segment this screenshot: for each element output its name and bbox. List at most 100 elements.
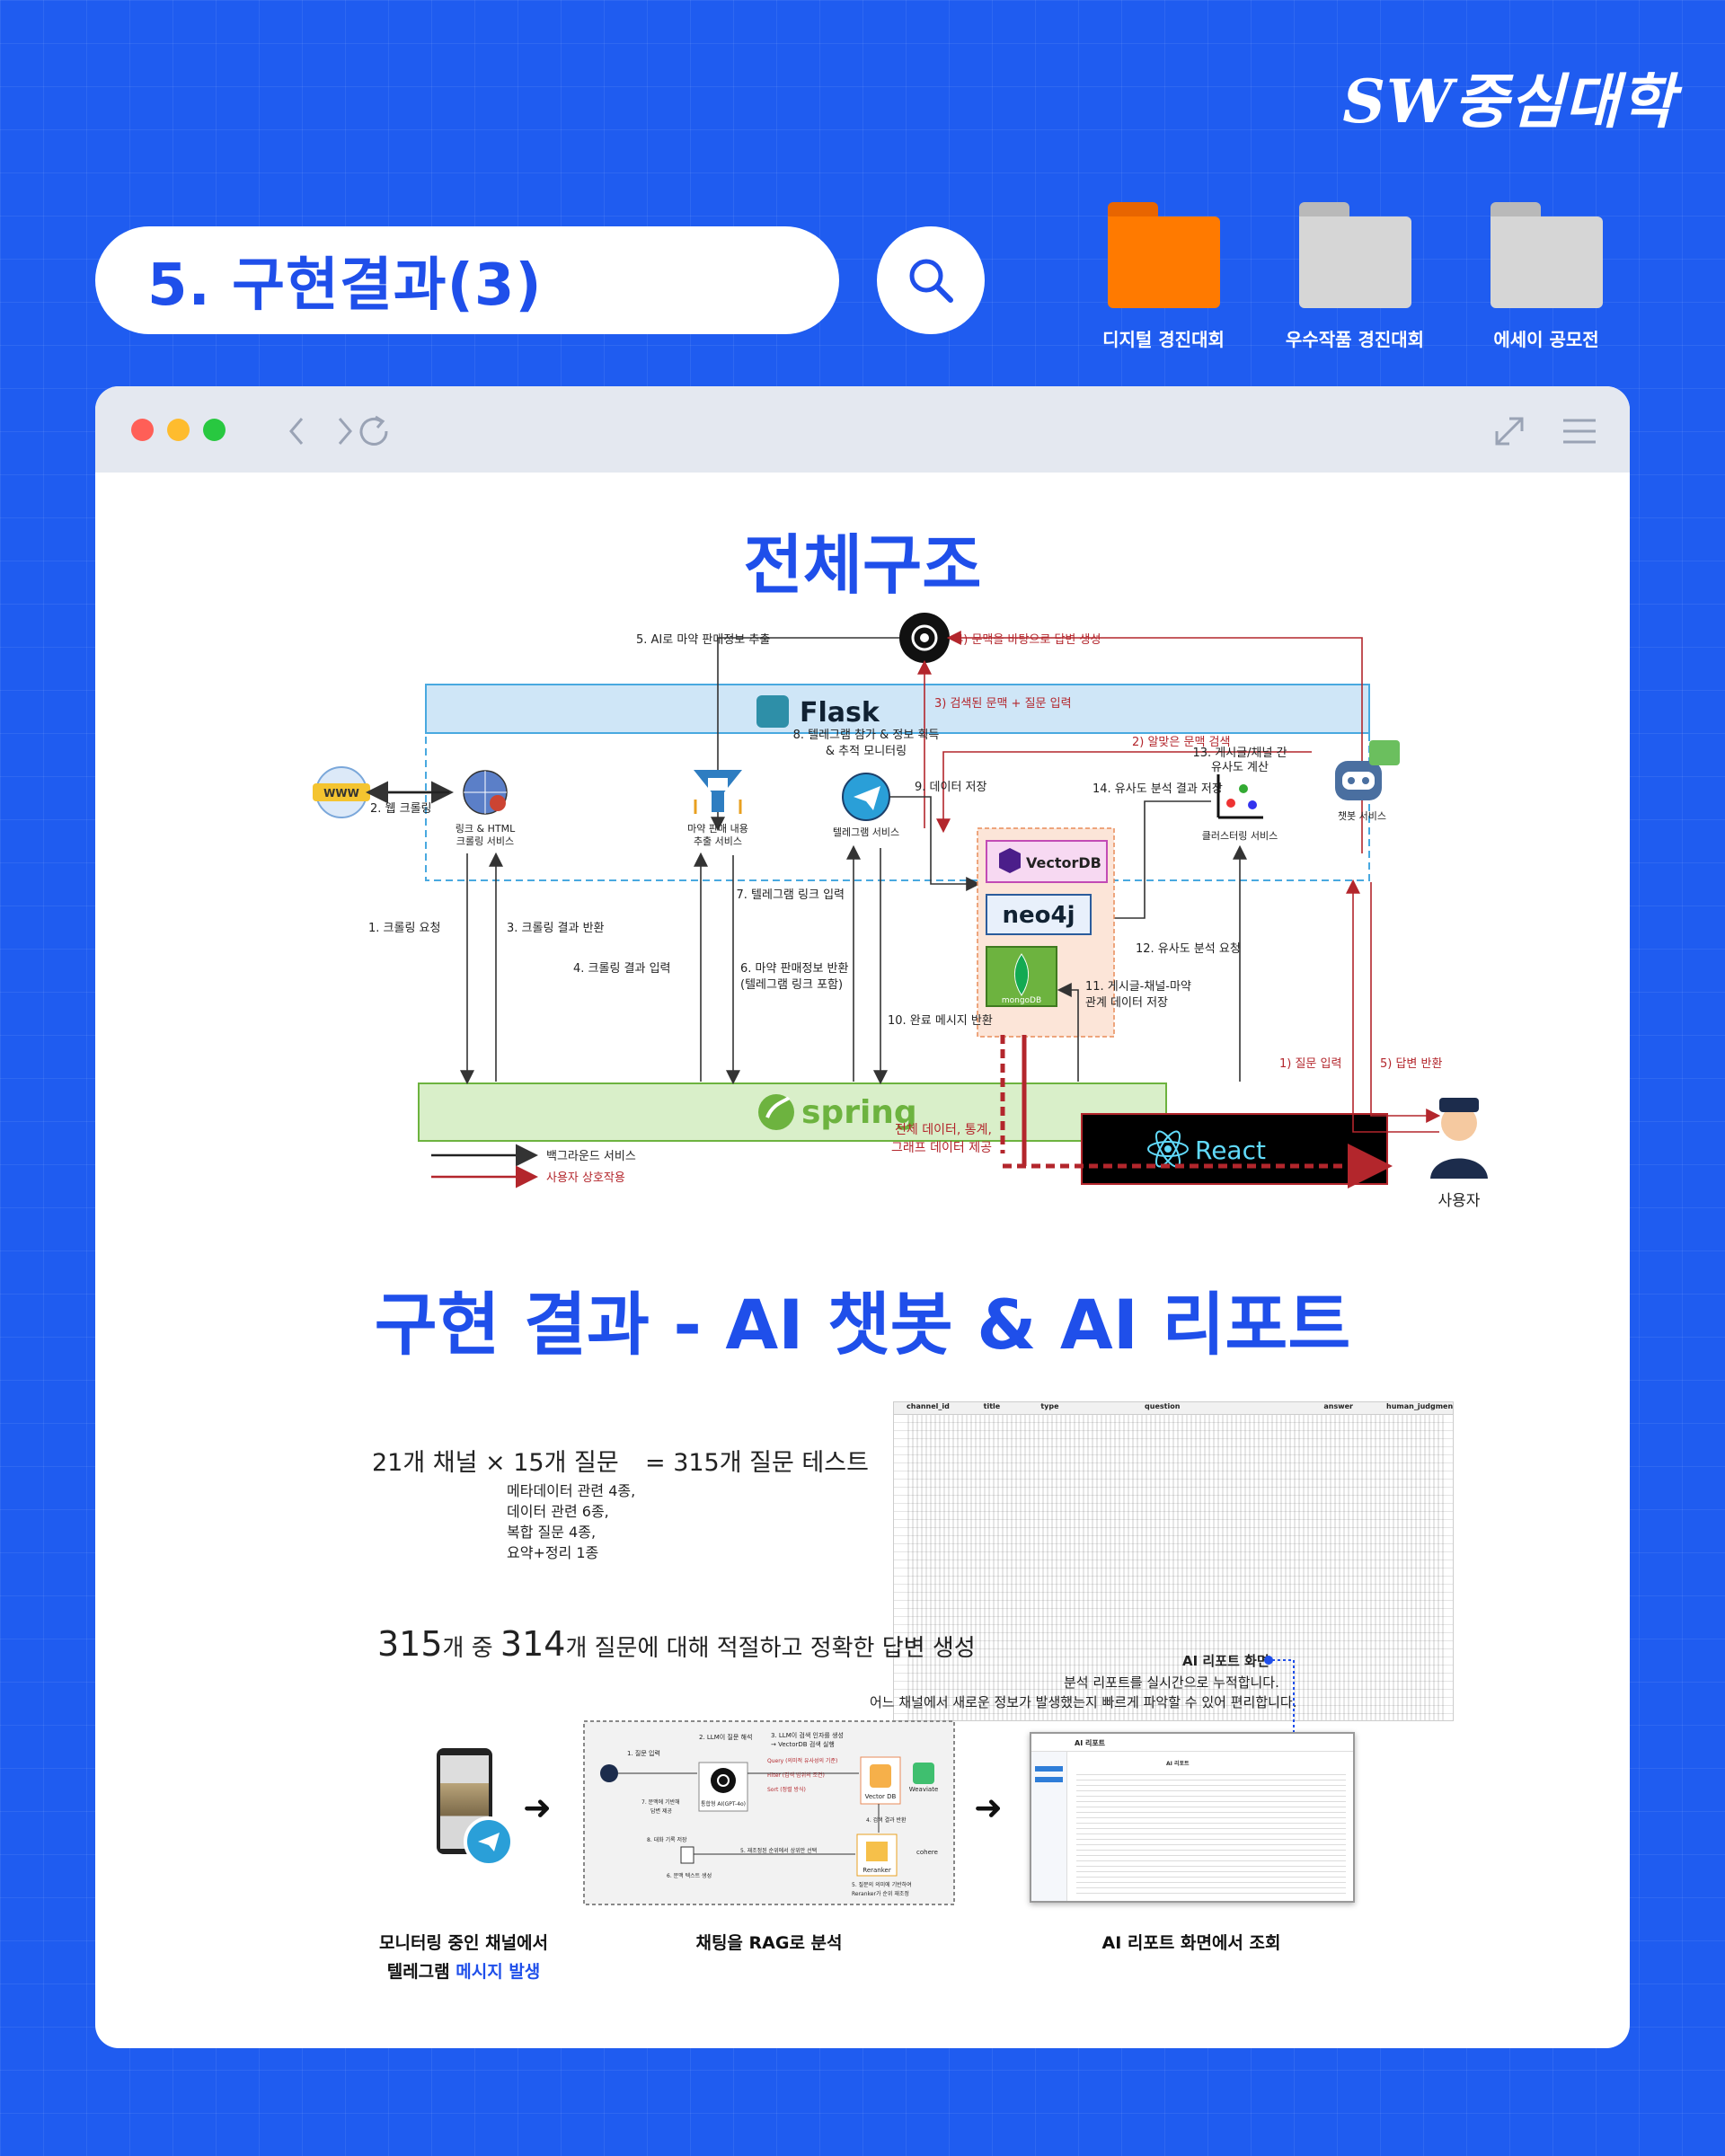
architecture-diagram: Flask 5. AI로 마약 판매정보 추출 4) 문맥을 바탕으로 답변 생… bbox=[313, 613, 1488, 1210]
detail-data: 데이터 관련 6종, bbox=[507, 1503, 609, 1520]
folder-icon bbox=[1108, 202, 1158, 220]
report-note-connector bbox=[1264, 1656, 1295, 1761]
folder-essay-contest[interactable] bbox=[1491, 202, 1603, 308]
label-extract-2: 추출 서비스 bbox=[694, 835, 742, 847]
flask-label: Flask bbox=[800, 697, 880, 729]
edge-telegram-save bbox=[889, 796, 981, 891]
label-drug-return-2: (텔레그램 링크 포함) bbox=[740, 978, 843, 992]
page-title: 5. 구현결과(3) bbox=[147, 252, 543, 319]
svg-text:→ VectorDB 검색 실행: → VectorDB 검색 실행 bbox=[771, 1740, 835, 1748]
spreadsheet-rows bbox=[894, 1415, 1453, 1720]
legend-interaction: 사용자 상호작용 bbox=[546, 1171, 625, 1185]
page-title-pill: 5. 구현결과(3) bbox=[95, 226, 839, 334]
label-answer-return: 5) 답변 반환 bbox=[1380, 1057, 1442, 1071]
expand-icon bbox=[1495, 417, 1524, 446]
label-drug-return-1: 6. 마약 판매정보 반환 bbox=[740, 962, 849, 976]
label-user: 사용자 bbox=[1438, 1192, 1481, 1210]
ai-report-title: AI 리포트 bbox=[1031, 1734, 1353, 1752]
svg-text:WWW: WWW bbox=[323, 787, 359, 800]
edge-relation-save bbox=[1057, 983, 1079, 1082]
search-button[interactable] bbox=[877, 226, 985, 334]
svg-text:Vector DB: Vector DB bbox=[865, 1793, 897, 1800]
label-similarity-save: 14. 유사도 분석 결과 저장 bbox=[1092, 782, 1223, 796]
forward-icon bbox=[338, 418, 352, 445]
edge-ai-extract bbox=[711, 637, 899, 832]
label-generate-answer: 4) 문맥을 바탕으로 답변 생성 bbox=[956, 633, 1101, 647]
rag-openai-icon bbox=[711, 1768, 736, 1793]
svg-text:답변 제공: 답변 제공 bbox=[650, 1807, 672, 1815]
section-title-architecture: 전체구조 bbox=[743, 527, 982, 603]
svg-text:3. LLM이 검색 인자를 생성: 3. LLM이 검색 인자를 생성 bbox=[771, 1731, 844, 1739]
browser-window: 전체구조 Flask 5. AI로 마약 판매정보 추출 4) 문맥을 바탕으로… bbox=[95, 386, 1630, 2048]
folder-icon bbox=[1491, 202, 1541, 220]
search-icon bbox=[909, 259, 953, 303]
caption-ai-report: AI 리포트 화면에서 조회 bbox=[1101, 1933, 1281, 1953]
weaviate-icon bbox=[913, 1763, 934, 1784]
result-sentence: 315개 중 314개 질문에 대해 적절하고 정확한 답변 생성 bbox=[377, 1624, 976, 1664]
svg-text:Query (의미적 유사성의 기준): Query (의미적 유사성의 기준) bbox=[767, 1757, 837, 1764]
spring-label: spring bbox=[801, 1094, 917, 1131]
folder-label-excellent[interactable]: 우수작품 경진대회 bbox=[1285, 329, 1425, 350]
label-crawl-request: 1. 크롤링 요청 bbox=[368, 922, 440, 935]
detail-complex: 복합 질문 4종, bbox=[507, 1524, 597, 1541]
label-cluster-service: 클러스터링 서비스 bbox=[1202, 830, 1278, 842]
label-search-context: 2) 알맞은 문맥 검색 bbox=[1132, 736, 1230, 749]
svg-text:1. 질문 입력: 1. 질문 입력 bbox=[627, 1750, 660, 1757]
label-telegram-join-1: 8. 텔레그램 참가 & 정보 획득 bbox=[793, 729, 940, 742]
legend-background: 백그라운드 서비스 bbox=[546, 1150, 636, 1163]
react-label: React bbox=[1195, 1135, 1266, 1165]
user-police-icon bbox=[1430, 1098, 1488, 1179]
label-similarity-request: 12. 유사도 분석 요청 bbox=[1136, 942, 1241, 956]
label-crawl-return: 3. 크롤링 결과 반환 bbox=[507, 922, 605, 935]
report-note-line2: 어느 채널에서 새로운 정보가 발생했는지 빠르게 파악할 수 있어 편리합니다… bbox=[870, 1694, 1297, 1710]
brand-logo: SW중심대학 bbox=[1342, 66, 1676, 137]
folder-icon bbox=[1299, 202, 1349, 220]
report-note-title: AI 리포트 화면 bbox=[1182, 1653, 1269, 1669]
formula-left: 21개 채널 × 15개 질문 bbox=[372, 1449, 619, 1477]
label-crawler-2: 크롤링 서비스 bbox=[456, 835, 514, 847]
window-actions bbox=[1495, 417, 1596, 446]
edge-answer-return bbox=[1370, 882, 1441, 1123]
svg-text:cohere: cohere bbox=[916, 1849, 938, 1856]
svg-text:7. 문맥에 기반해: 7. 문맥에 기반해 bbox=[641, 1798, 680, 1806]
minimize-window-button[interactable] bbox=[167, 419, 190, 441]
www-globe-icon: WWW bbox=[313, 766, 370, 818]
label-crawler-1: 링크 & HTML bbox=[456, 823, 516, 835]
label-complete-msg: 10. 완료 메시지 반환 bbox=[888, 1014, 993, 1028]
neo4j-box bbox=[986, 894, 1092, 935]
svg-text:8. 대화 기록 저장: 8. 대화 기록 저장 bbox=[647, 1836, 687, 1843]
arrow-right-icon: ➜ bbox=[523, 1788, 552, 1827]
folder-excellent-works[interactable] bbox=[1299, 202, 1411, 308]
label-chatbot-service: 챗봇 서비스 bbox=[1338, 809, 1386, 822]
label-question-input: 1) 질문 입력 bbox=[1279, 1057, 1341, 1071]
spring-logo-icon bbox=[758, 1094, 794, 1130]
label-data-save: 9. 데이터 저장 bbox=[915, 781, 987, 794]
telegram-icon bbox=[464, 1816, 514, 1867]
close-window-button[interactable] bbox=[131, 419, 154, 441]
reload-icon bbox=[359, 418, 388, 446]
section-title-results: 구현 결과 - AI 챗봇 & AI 리포트 bbox=[374, 1285, 1351, 1365]
extract-funnel-icon bbox=[694, 770, 742, 814]
label-all-data-1: 전체 데이터, 통계, bbox=[895, 1123, 992, 1137]
crawler-spider-icon bbox=[463, 770, 508, 815]
detail-metadata: 메타데이터 관련 4종, bbox=[507, 1482, 636, 1499]
clustering-chart-icon bbox=[1216, 774, 1263, 819]
document-icon bbox=[680, 1846, 694, 1864]
telegram-node-icon bbox=[842, 773, 890, 821]
caption-rag-analysis: 채팅을 RAG로 분석 bbox=[695, 1933, 843, 1953]
folder-label-essay[interactable]: 에세이 공모전 bbox=[1493, 329, 1599, 350]
neo4j-label: neo4j bbox=[1002, 902, 1075, 929]
formula-right: = 315개 질문 테스트 bbox=[645, 1449, 869, 1477]
question-categories: 메타데이터 관련 4종, 데이터 관련 6종, 복합 질문 4종, 요약+정리 … bbox=[507, 1480, 635, 1563]
svg-text:2. LLM이 질문 해석: 2. LLM이 질문 해석 bbox=[699, 1733, 752, 1741]
edge-similarity-save bbox=[1082, 800, 1211, 925]
detail-summary: 요약+정리 1종 bbox=[507, 1544, 599, 1561]
folder-label-digital[interactable]: 디지털 경진대회 bbox=[1102, 329, 1225, 350]
vectordb-icon bbox=[999, 848, 1021, 873]
flask-header bbox=[425, 684, 1370, 734]
label-relation-save-1: 11. 게시글-채널-마약 bbox=[1085, 980, 1191, 994]
maximize-window-button[interactable] bbox=[203, 419, 226, 441]
mongodb-leaf-icon bbox=[1014, 953, 1029, 996]
folder-digital-contest[interactable] bbox=[1108, 202, 1220, 308]
reranker-icon bbox=[866, 1842, 888, 1861]
